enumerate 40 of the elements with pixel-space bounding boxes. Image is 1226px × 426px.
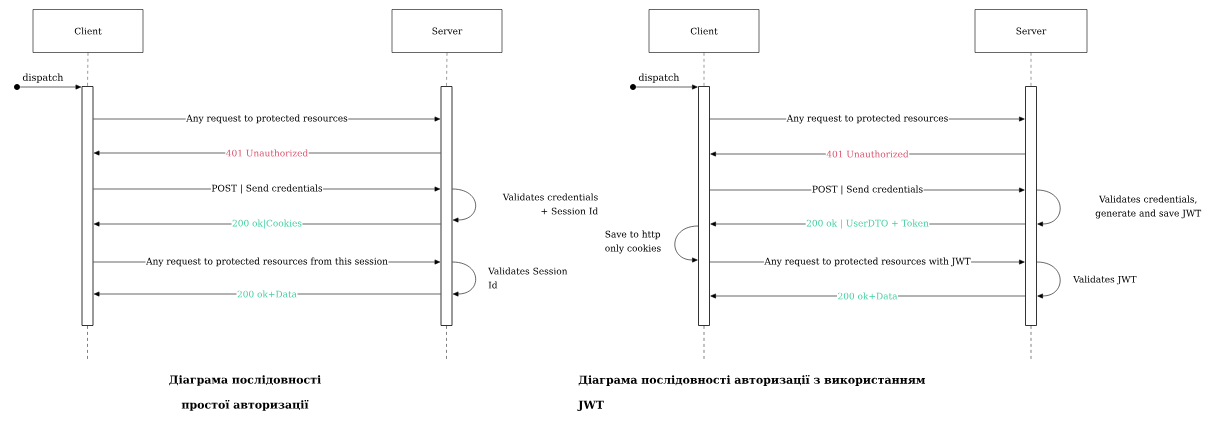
edge-label: Validates credentials, generate and save JWT xyxy=(1095,195,1202,219)
participant-box: Server xyxy=(974,9,1088,53)
activation-bar xyxy=(698,86,710,326)
edge-label: Validates Session Id xyxy=(488,267,568,289)
edge-label: Any request to protected resources xyxy=(786,114,949,124)
edge-label: 401 Unauthorized xyxy=(825,150,910,158)
edge-label: Save to http only cookies xyxy=(605,230,661,254)
edge-label: 401 Unauthorized xyxy=(225,149,309,157)
message-arrow xyxy=(19,84,82,90)
self-message-arrow xyxy=(452,188,476,223)
edge-label: POST | Send credentials xyxy=(210,184,324,194)
lifeline xyxy=(87,52,89,87)
edge-label: 200 ok | UserDTO + Token xyxy=(805,219,930,229)
lifeline xyxy=(1030,52,1032,87)
edge-label: Any request to protected resources from this session xyxy=(145,257,389,267)
edge-label: Any request to protected resources with JWT xyxy=(763,257,972,267)
activation-bar xyxy=(1025,86,1037,326)
edge-label: 200 ok|Cookies xyxy=(231,219,303,229)
activation-bar xyxy=(81,86,94,326)
edge-label: Validates credentials + Session Id xyxy=(502,193,598,215)
edge-label: Validates JWT xyxy=(1073,275,1137,285)
edge-label: 200 ok+Data xyxy=(837,292,898,300)
participant-box: Client xyxy=(32,9,144,53)
diagram-caption: Діаграма послідовності авторизації з використанням JWT xyxy=(577,375,926,411)
self-message-arrow xyxy=(1036,189,1061,227)
lifeline xyxy=(446,52,448,87)
message-arrow xyxy=(635,84,698,90)
self-message-arrow xyxy=(452,261,476,297)
self-message-arrow xyxy=(674,225,699,263)
edge-label: Any request to protected resources xyxy=(185,114,349,124)
activation-bar xyxy=(440,86,453,326)
participant-box: Client xyxy=(648,9,760,53)
lifeline xyxy=(703,52,705,87)
edge-label: dispatch xyxy=(22,73,64,83)
edge-label: dispatch xyxy=(638,73,680,83)
participant-box: Server xyxy=(391,9,503,53)
edge-label: POST | Send credentials xyxy=(811,185,924,195)
self-message-arrow xyxy=(1036,261,1061,299)
diagram-caption: Діаграма послідовності простої авторизації xyxy=(169,375,321,411)
edge-label: 200 ok+Data xyxy=(236,290,298,298)
